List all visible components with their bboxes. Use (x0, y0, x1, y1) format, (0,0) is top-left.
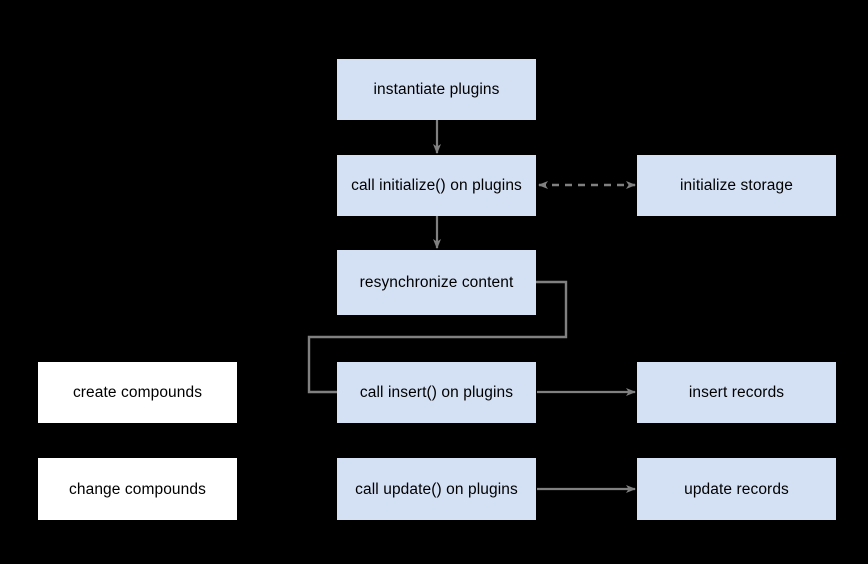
node-call-update-on-plugins[interactable]: call update() on plugins (337, 458, 536, 520)
node-resynchronize-content[interactable]: resynchronize content (337, 250, 536, 315)
node-initialize-storage[interactable]: initialize storage (637, 155, 836, 216)
node-label: create compounds (72, 384, 203, 401)
node-label: insert records (688, 384, 785, 401)
node-label: call update() on plugins (355, 480, 518, 498)
node-label: resynchronize content (359, 274, 514, 291)
node-create-compounds[interactable]: create compounds (38, 362, 237, 423)
node-label: update records (684, 480, 789, 498)
node-change-compounds[interactable]: change compounds (38, 458, 237, 520)
node-call-initialize-on-plugins[interactable]: call initialize() on plugins (337, 155, 536, 216)
node-instantiate-plugins[interactable]: instantiate plugins (337, 59, 536, 120)
node-label: change compounds (69, 480, 206, 498)
node-label: call insert() on plugins (359, 384, 514, 401)
node-call-insert-on-plugins[interactable]: call insert() on plugins (337, 362, 536, 423)
node-label: call initialize() on plugins (351, 177, 522, 194)
node-insert-records[interactable]: insert records (637, 362, 836, 423)
node-label: instantiate plugins (373, 81, 500, 98)
node-label: initialize storage (680, 177, 793, 194)
node-update-records[interactable]: update records (637, 458, 836, 520)
